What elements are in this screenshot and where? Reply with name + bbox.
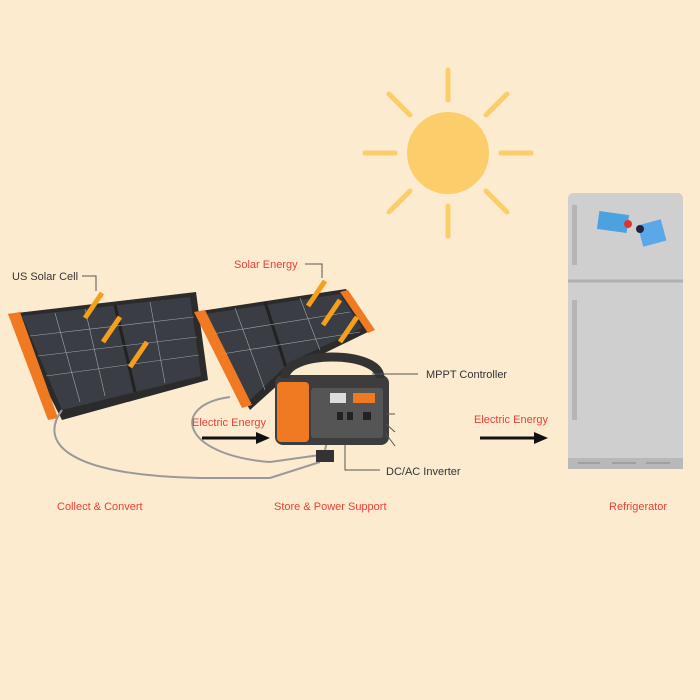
label-electric-energy-input: Electric Energy — [192, 417, 266, 429]
label-collect-convert: Collect & Convert — [57, 501, 143, 513]
solar-ray-arrows — [82, 279, 360, 369]
leader-lines — [82, 263, 418, 471]
sun-icon — [362, 67, 534, 239]
label-refrigerator: Refrigerator — [609, 501, 667, 513]
refrigerator-illustration — [568, 193, 683, 469]
label-electric-energy-output: Electric Energy — [474, 414, 548, 426]
label-us-solar-cell: US Solar Cell — [12, 271, 78, 283]
portable-power-station — [275, 352, 389, 445]
label-store-power-support: Store & Power Support — [274, 501, 387, 513]
label-solar-energy: Solar Energy — [234, 259, 298, 271]
label-dc-ac-inverter: DC/AC Inverter — [386, 466, 461, 478]
solar-panel-left — [8, 292, 208, 420]
label-mppt-controller: MPPT Controller — [426, 369, 507, 381]
arrow-right-icon — [480, 432, 548, 444]
arrow-right-icon — [202, 432, 270, 444]
